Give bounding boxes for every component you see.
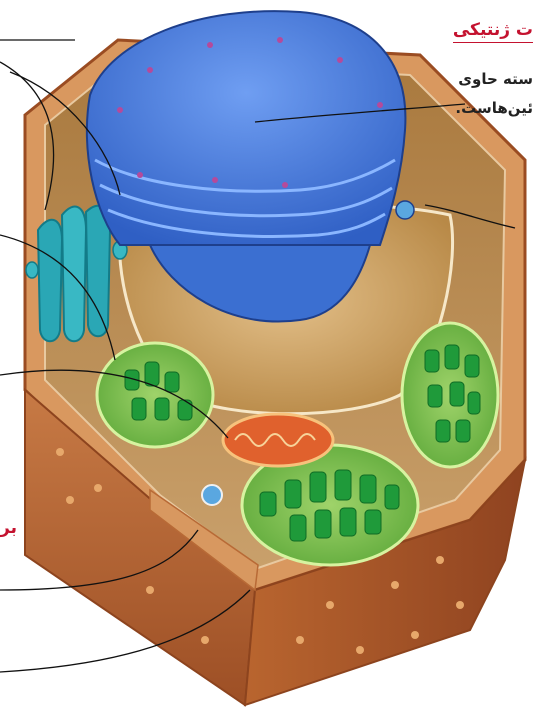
nucleus-caption-line-1: سته حاوی <box>458 70 533 88</box>
vesicle <box>202 485 222 505</box>
bottom-heading: بر <box>0 518 17 538</box>
genetic-heading: ت ژنتیکی <box>453 20 533 43</box>
vesicle <box>396 201 414 219</box>
mitochondrion <box>223 414 333 466</box>
nucleus-caption-line-2: ئین‌هاست. <box>455 99 533 117</box>
chloroplast-right <box>402 323 498 467</box>
